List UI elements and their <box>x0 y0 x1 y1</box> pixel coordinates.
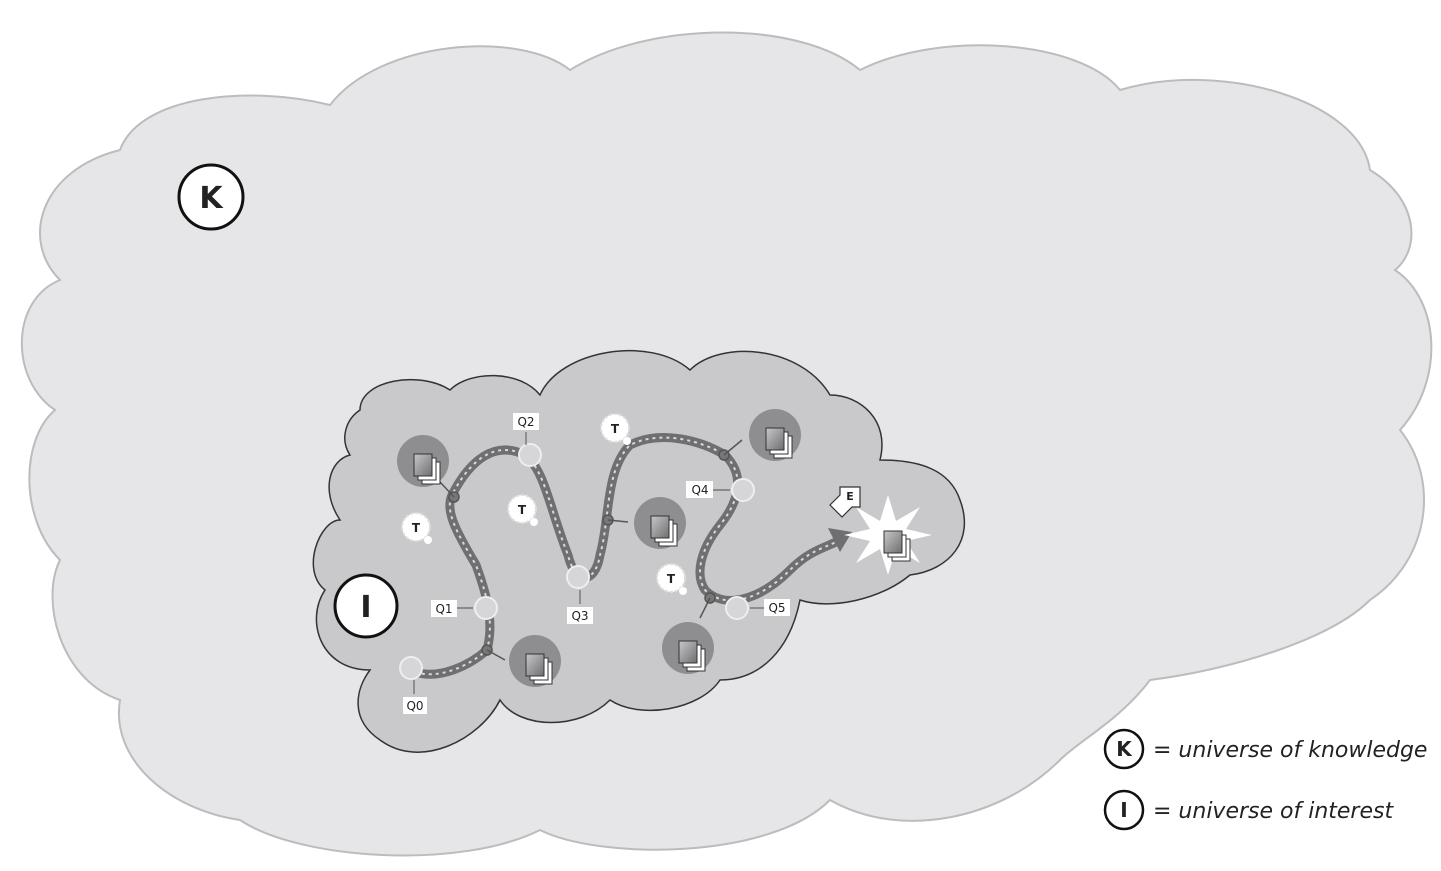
final-document-set <box>844 495 932 575</box>
query-marker-q4: Q4 <box>686 478 755 502</box>
svg-text:= universe of knowledge: = universe of knowledge <box>1153 738 1427 763</box>
document-set <box>634 497 686 549</box>
svg-text:Q2: Q2 <box>517 415 534 429</box>
svg-text:T: T <box>667 572 676 586</box>
search-path <box>410 433 852 679</box>
knowledge-symbol: K <box>177 163 245 231</box>
query-marker-q1: Q1 <box>431 596 498 620</box>
thought-bubble: T <box>600 413 631 445</box>
thought-bubble: T <box>401 512 432 544</box>
svg-text:K: K <box>1116 737 1133 761</box>
path-arrowhead <box>828 528 852 552</box>
svg-text:Q4: Q4 <box>691 483 708 497</box>
interest-cloud <box>312 349 966 753</box>
branch-arrows <box>439 439 743 661</box>
svg-text:T: T <box>412 521 421 535</box>
svg-text:T: T <box>518 503 527 517</box>
document-set <box>662 622 714 674</box>
svg-text:Q5: Q5 <box>768 601 785 615</box>
query-marker-q5: Q5 <box>725 596 790 620</box>
svg-text:E: E <box>846 490 854 503</box>
query-marker-q0: Q0 <box>399 656 427 714</box>
query-marker-q2: Q2 <box>513 413 542 467</box>
svg-text:I: I <box>360 590 371 625</box>
thought-bubble: T <box>656 563 687 595</box>
interest-symbol: I <box>333 573 399 639</box>
legend-item-interest: I = universe of interest <box>1103 789 1394 831</box>
legend-item-knowledge: K = universe of knowledge <box>1103 728 1427 770</box>
svg-text:Q1: Q1 <box>435 602 452 616</box>
svg-text:T: T <box>611 422 620 436</box>
document-set <box>509 635 561 687</box>
svg-text:= universe of interest: = universe of interest <box>1153 799 1394 824</box>
svg-text:Q3: Q3 <box>571 609 588 623</box>
svg-text:I: I <box>1120 798 1127 822</box>
legend: K = universe of knowledge I = universe o… <box>1103 728 1427 831</box>
end-marker: E <box>829 486 861 518</box>
svg-text:K: K <box>199 181 224 216</box>
svg-text:Q0: Q0 <box>406 699 423 713</box>
document-set <box>397 435 449 487</box>
document-set <box>749 409 801 461</box>
query-marker-q3: Q3 <box>566 565 593 624</box>
thought-bubble: T <box>507 494 538 526</box>
